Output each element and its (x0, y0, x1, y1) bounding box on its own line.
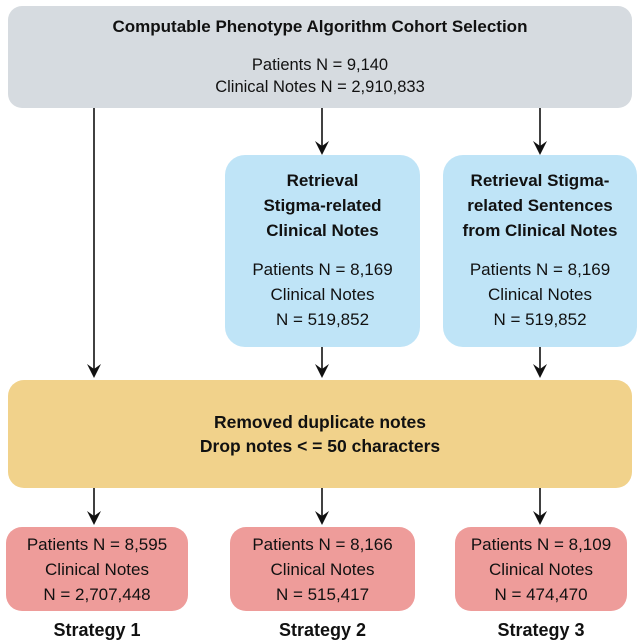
cohort-notes-count: Clinical Notes N = 2,910,833 (215, 77, 425, 96)
retrieval-sentences-patients-count: Patients N = 8,169 (469, 260, 611, 279)
strategy3-result-box: Patients N = 8,109 Clinical Notes N = 47… (455, 527, 627, 611)
retrieval-sentences-title-line: Retrieval Stigma- (470, 171, 610, 190)
strategy2-result-box: Patients N = 8,166 Clinical Notes N = 51… (230, 527, 415, 611)
dedup-filter-line: Drop notes < = 50 characters (199, 436, 441, 456)
strategy2-patients-count: Patients N = 8,166 (252, 535, 393, 554)
retrieval-notes-title-line: Stigma-related (263, 196, 382, 215)
cohort-selection-box: Computable Phenotype Algorithm Cohort Se… (8, 6, 632, 108)
dedup-filter-box: Removed duplicate notes Drop notes < = 5… (8, 380, 632, 488)
retrieval-sentences-title-line: related Sentences (467, 196, 613, 215)
arrow-source-to-retrieval-notes (315, 108, 329, 155)
arrow-filter-to-strategy2 (315, 488, 329, 525)
strategy1-result-box: Patients N = 8,595 Clinical Notes N = 2,… (6, 527, 188, 611)
arrow-source-to-retrieval-sentences (533, 108, 547, 155)
retrieval-notes-notes-count: N = 519,852 (275, 310, 370, 329)
arrow-filter-to-strategy3 (533, 488, 547, 525)
arrow-retrieval-notes-to-filter (315, 347, 329, 378)
cohort-patients-count: Patients N = 9,140 (251, 56, 389, 74)
strategy3-patients-count: Patients N = 8,109 (470, 535, 612, 554)
arrow-source-to-strategy1 (87, 108, 101, 378)
retrieval-sentences-stats: Patients N = 8,169 Clinical Notes N = 51… (443, 257, 637, 332)
strategy1-clinical-notes-label: Clinical Notes (45, 560, 149, 579)
retrieval-notes-stats: Patients N = 8,169 Clinical Notes N = 51… (225, 257, 420, 332)
strategy2-clinical-notes-label: Clinical Notes (270, 560, 375, 579)
retrieval-sentences-title-line: from Clinical Notes (462, 221, 618, 240)
strategy1-notes-count: N = 2,707,448 (43, 585, 151, 604)
retrieval-notes-clinical-notes-label: Clinical Notes (270, 285, 375, 304)
cohort-selection-stats: Patients N = 9,140 Clinical Notes N = 2,… (8, 55, 632, 98)
retrieval-sentences-clinical-notes-label: Clinical Notes (488, 285, 592, 304)
retrieval-notes-title-line: Clinical Notes (266, 221, 379, 240)
strategy3-notes-count: N = 474,470 (494, 585, 588, 604)
retrieval-sentences-notes-count: N = 519,852 (493, 310, 587, 329)
retrieval-notes-title-line: Retrieval (286, 171, 359, 190)
retrieval-sentences-box: Retrieval Stigma- related Sentences from… (443, 155, 637, 347)
strategy3-label: Strategy 3 (497, 620, 585, 640)
retrieval-notes-patients-count: Patients N = 8,169 (252, 260, 393, 279)
strategy2-notes-count: N = 515,417 (275, 585, 370, 604)
dedup-filter-line: Removed duplicate notes (214, 412, 426, 432)
retrieval-notes-box: Retrieval Stigma-related Clinical Notes … (225, 155, 420, 347)
arrow-retrieval-sentences-to-filter (533, 347, 547, 378)
strategy3-clinical-notes-label: Clinical Notes (489, 560, 593, 579)
arrow-filter-to-strategy1 (87, 488, 101, 525)
cohort-selection-title: Computable Phenotype Algorithm Cohort Se… (112, 17, 528, 36)
strategy1-label: Strategy 1 (53, 620, 141, 640)
strategy1-patients-count: Patients N = 8,595 (26, 535, 168, 554)
strategy2-label: Strategy 2 (278, 620, 367, 640)
